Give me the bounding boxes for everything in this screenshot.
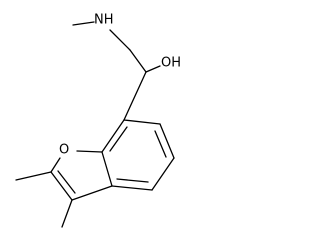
bond-chiral-carbon-ring	[123, 71, 147, 121]
bond-c4-c3a-inner	[116, 178, 149, 183]
bond-c4-c3a	[111, 185, 153, 191]
bond-c7a-c7	[101, 119, 125, 153]
bond-methyl-nitrogen	[72, 21, 95, 26]
bond-c6-c5-inner	[154, 130, 167, 158]
amine-label: NH	[94, 13, 114, 28]
bond-c7a-oxygen	[76, 150, 103, 153]
bond-carbon-hydroxyl	[145, 65, 161, 73]
ring-oxygen-label: O	[59, 143, 69, 158]
hydroxyl-label: OH	[161, 56, 181, 71]
bond-c7a-c7-inner	[109, 126, 128, 152]
bond-c5-c4	[151, 157, 175, 191]
structure-diagram: NH OH O	[15, 13, 181, 228]
bond-nitrogen-ch2	[109, 29, 131, 51]
bond-ch2-chiral-carbon	[129, 49, 147, 73]
bond-c3-methyl	[61, 199, 73, 228]
bond-c2-methyl	[15, 171, 52, 181]
bond-c2-c3	[50, 171, 73, 201]
bond-c3-c3a	[71, 185, 113, 201]
bond-c6-c5	[159, 123, 175, 159]
bond-c2-c3-inner	[57, 170, 76, 194]
bond-c7-c6	[123, 119, 161, 125]
bond-oxygen-c2	[50, 157, 61, 173]
bond-c3a-c7a	[101, 151, 113, 187]
